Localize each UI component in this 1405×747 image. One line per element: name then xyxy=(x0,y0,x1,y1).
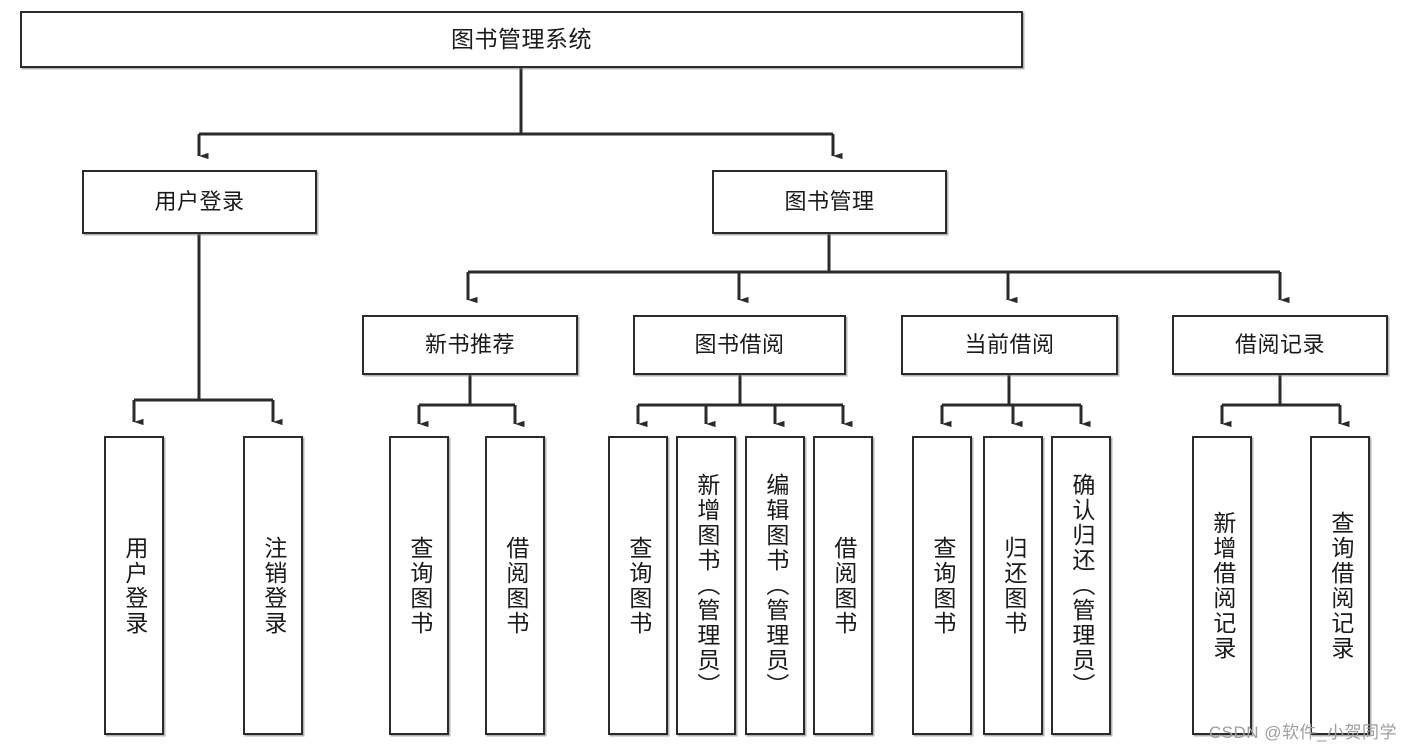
node-leaf-logout-login[interactable]: 注销登录 xyxy=(243,436,303,735)
node-leaf-return-book-label: 归还图书 xyxy=(1000,535,1027,636)
node-book-management-label: 图书管理 xyxy=(784,189,875,215)
node-leaf-return-book[interactable]: 归还图书 xyxy=(983,436,1043,735)
node-leaf-logout-login-label: 注销登录 xyxy=(260,535,287,636)
node-leaf-edit-book-label: 编辑图书（管理员） xyxy=(762,473,789,698)
node-borrow-record-label: 借阅记录 xyxy=(1234,332,1325,358)
node-leaf-borrow-book-nbr-label: 借阅图书 xyxy=(502,535,529,636)
node-leaf-query-borrow-record-label: 查询借阅记录 xyxy=(1327,510,1354,661)
node-root[interactable]: 图书管理系统 xyxy=(20,11,1023,68)
node-new-book-recommend[interactable]: 新书推荐 xyxy=(362,315,578,375)
node-leaf-user-login-label: 用户登录 xyxy=(121,535,148,636)
node-current-borrow-label: 当前借阅 xyxy=(964,332,1055,358)
node-book-borrow[interactable]: 图书借阅 xyxy=(633,315,846,375)
node-leaf-confirm-return-label: 确认归还（管理员） xyxy=(1068,473,1095,698)
node-root-label: 图书管理系统 xyxy=(451,25,592,52)
node-leaf-add-borrow-record-label: 新增借阅记录 xyxy=(1209,510,1236,661)
node-leaf-user-login[interactable]: 用户登录 xyxy=(104,436,164,735)
node-leaf-borrow-book-bb[interactable]: 借阅图书 xyxy=(813,436,873,735)
node-leaf-add-book-label: 新增图书（管理员） xyxy=(693,473,720,698)
node-book-borrow-label: 图书借阅 xyxy=(694,332,785,358)
node-leaf-query-book-bb-label: 查询图书 xyxy=(625,535,652,636)
node-leaf-edit-book[interactable]: 编辑图书（管理员） xyxy=(745,436,805,735)
node-leaf-add-book[interactable]: 新增图书（管理员） xyxy=(676,436,736,735)
node-book-management[interactable]: 图书管理 xyxy=(712,170,947,234)
node-leaf-query-book-nbr-label: 查询图书 xyxy=(406,535,433,636)
node-borrow-record[interactable]: 借阅记录 xyxy=(1172,315,1388,375)
node-leaf-query-borrow-record[interactable]: 查询借阅记录 xyxy=(1310,436,1370,735)
node-leaf-borrow-book-nbr[interactable]: 借阅图书 xyxy=(485,436,545,735)
node-new-book-recommend-label: 新书推荐 xyxy=(424,332,515,358)
node-user-login-label: 用户登录 xyxy=(154,189,245,215)
node-leaf-borrow-book-bb-label: 借阅图书 xyxy=(830,535,857,636)
node-leaf-add-borrow-record[interactable]: 新增借阅记录 xyxy=(1192,436,1252,735)
node-leaf-query-book-cb[interactable]: 查询图书 xyxy=(912,436,972,735)
node-leaf-query-book-cb-label: 查询图书 xyxy=(929,535,956,636)
watermark: CSDN @软件_小贺同学 xyxy=(1208,723,1397,742)
node-leaf-query-book-bb[interactable]: 查询图书 xyxy=(608,436,668,735)
node-current-borrow[interactable]: 当前借阅 xyxy=(901,315,1118,375)
node-leaf-confirm-return[interactable]: 确认归还（管理员） xyxy=(1051,436,1111,735)
node-leaf-query-book-nbr[interactable]: 查询图书 xyxy=(389,436,449,735)
node-user-login[interactable]: 用户登录 xyxy=(82,170,317,234)
